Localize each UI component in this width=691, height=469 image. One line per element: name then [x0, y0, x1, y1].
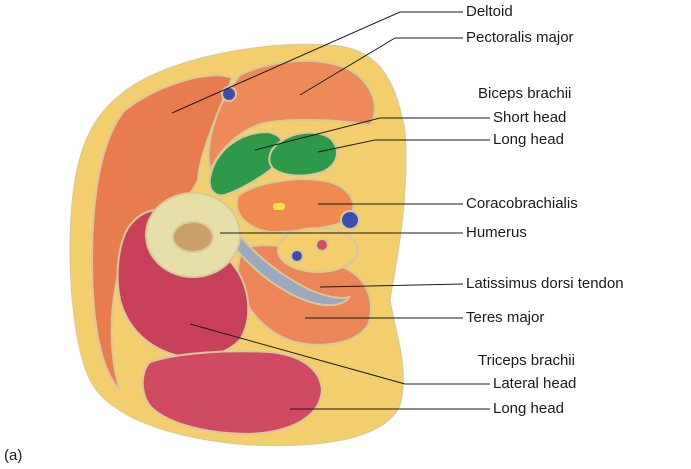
label-short-head: Short head — [493, 109, 566, 127]
label-long-head-triceps: Long head — [493, 400, 564, 418]
label-latissimus-dorsi-tendon: Latissimus dorsi tendon — [466, 275, 624, 293]
label-pectoralis-major: Pectoralis major — [466, 29, 574, 47]
panel-label: (a) — [4, 447, 22, 465]
label-biceps-brachii: Biceps brachii — [478, 85, 571, 103]
humerus-marrow — [173, 222, 213, 252]
coracobrachialis-muscle — [237, 179, 354, 232]
label-teres-major: Teres major — [466, 309, 544, 327]
label-lateral-head: Lateral head — [493, 375, 576, 393]
brachial-vein-dot — [341, 211, 359, 229]
label-coracobrachialis: Coracobrachialis — [466, 195, 578, 213]
musculocutaneous-nerve — [273, 203, 285, 210]
basilic-vein-dot — [291, 250, 303, 262]
label-long-head-biceps: Long head — [493, 131, 564, 149]
label-deltoid: Deltoid — [466, 3, 513, 21]
brachial-artery-dot — [316, 239, 328, 251]
label-triceps-brachii: Triceps brachii — [478, 352, 575, 370]
label-humerus: Humerus — [466, 224, 527, 242]
cephalic-vein-dot — [222, 87, 236, 101]
